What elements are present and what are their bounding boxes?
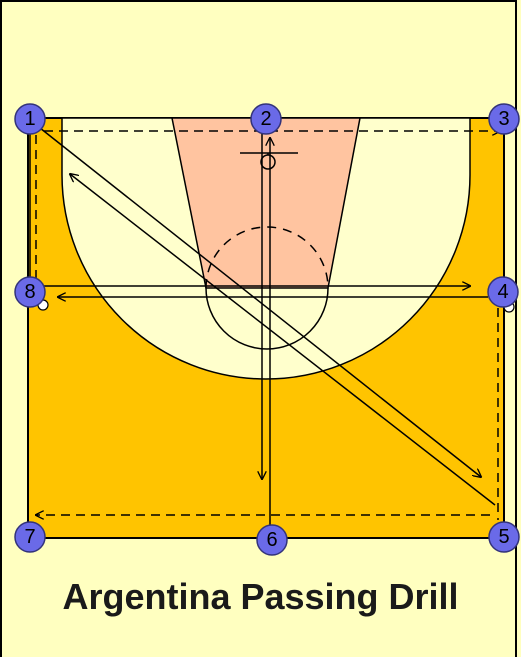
pass-1-to-5 [39, 127, 481, 477]
player-label: 5 [498, 526, 509, 548]
free-throw-circle-top [205, 226, 329, 289]
player-2[interactable]: 2 [250, 103, 282, 135]
player-label: 8 [24, 281, 35, 303]
player-label: 2 [260, 108, 271, 130]
drill-title: Argentina Passing Drill [62, 576, 459, 617]
player-label: 3 [498, 108, 509, 130]
player-4[interactable]: 4 [487, 276, 519, 308]
player-label: 1 [24, 108, 35, 130]
player-6[interactable]: 6 [256, 524, 288, 556]
player-7[interactable]: 7 [14, 521, 46, 553]
player-1[interactable]: 1 [14, 103, 46, 135]
player-3[interactable]: 3 [488, 103, 520, 135]
free-throw-circle-bottom [205, 287, 329, 350]
player-label: 6 [266, 529, 277, 551]
rim [260, 154, 276, 170]
key-lane [171, 117, 361, 289]
player-label: 4 [497, 281, 508, 303]
player-5[interactable]: 5 [488, 521, 520, 553]
player-label: 7 [24, 526, 35, 548]
player-8[interactable]: 8 [14, 276, 46, 308]
pass-5-to-1 [70, 174, 496, 506]
court-diagram: 1 2 3 4 5 6 7 8 [14, 103, 520, 556]
